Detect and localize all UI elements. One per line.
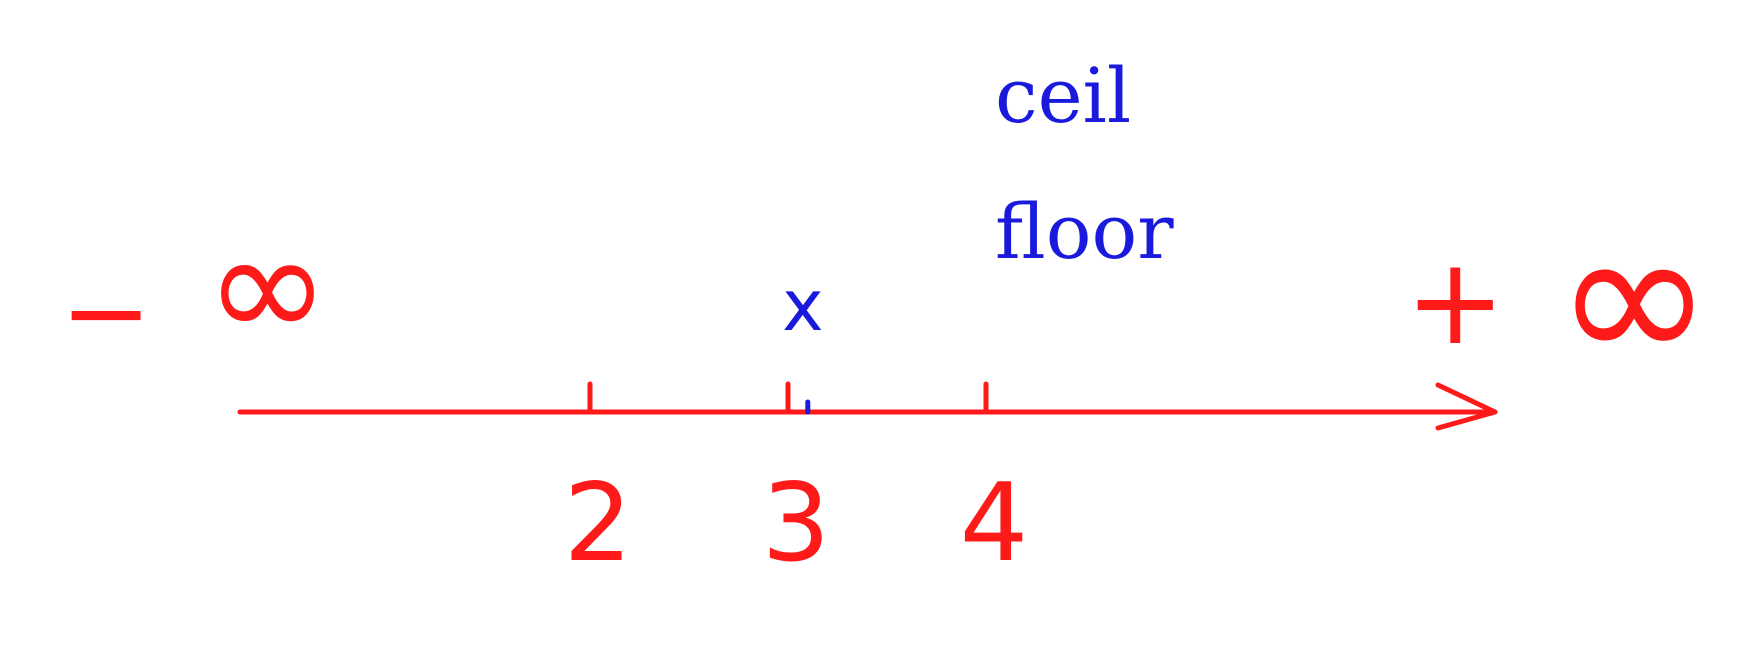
negative-infinity-symbol: ∞ — [205, 200, 330, 374]
positive-infinity-symbol: ∞ — [1555, 186, 1713, 407]
tick-label-4: 4 — [960, 461, 1029, 586]
axis-arrowhead — [1435, 382, 1498, 431]
tick-label-2: 2 — [564, 461, 633, 586]
positive-sign: + — [1405, 233, 1506, 372]
x-marker-label: x — [782, 265, 823, 347]
negative-sign: − — [60, 248, 152, 376]
ceil-label: ceil — [995, 51, 1131, 140]
tick-label-3: 3 — [762, 461, 831, 586]
floor-label: floor — [995, 187, 1174, 276]
tick-group: 2 3 4 — [564, 381, 1029, 586]
